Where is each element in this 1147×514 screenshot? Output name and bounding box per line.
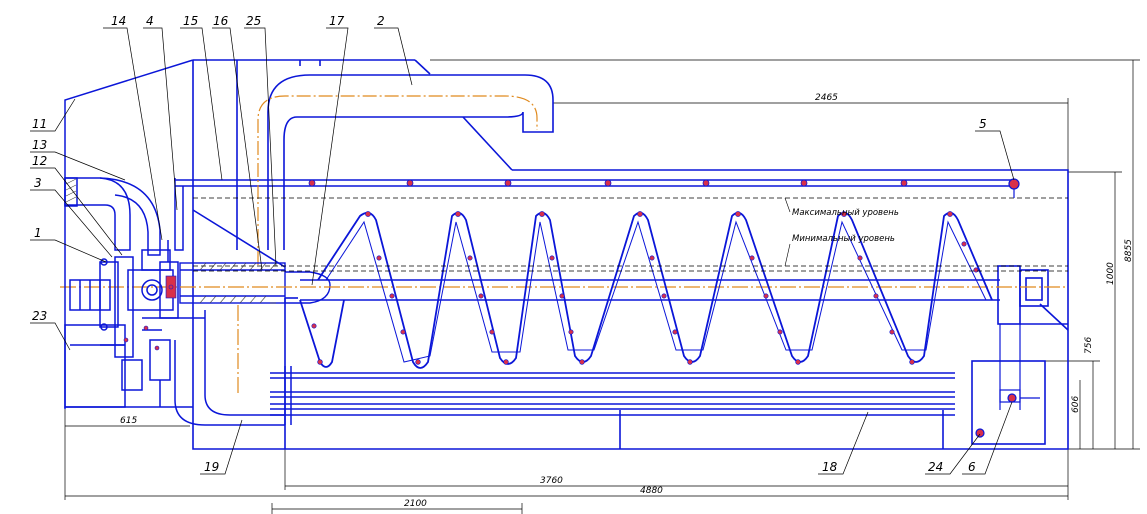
callout-5: 5 (979, 117, 987, 131)
dimension-lines (64, 59, 1140, 514)
dim-2100: 2100 (404, 499, 427, 509)
callout-15: 15 (183, 14, 198, 28)
shaft (179, 262, 1000, 304)
callout-leaders (30, 27, 1015, 475)
callout-13: 13 (32, 138, 47, 152)
callout-24: 24 (928, 460, 943, 474)
callout-19: 19 (204, 460, 219, 474)
callout-25: 25 (246, 14, 261, 28)
dim-2465: 2465 (815, 93, 838, 103)
callout-12: 12 (32, 154, 47, 168)
max-level-label: Максимальный уровень (792, 208, 899, 218)
dimension-labels: 2465 615 3760 4880 2100 8855 1000 756 60… (120, 93, 1134, 509)
upper-pipe (236, 60, 554, 250)
level-lines (193, 197, 1068, 272)
dim-3760: 3760 (540, 476, 563, 486)
inlet-hatch (65, 178, 77, 203)
shaft-centerline (60, 286, 1068, 395)
callout-14: 14 (111, 14, 126, 28)
min-level-label: Минимальный уровень (792, 234, 895, 244)
callout-2: 2 (377, 14, 385, 28)
callout-23: 23 (32, 309, 47, 323)
callout-6: 6 (968, 460, 976, 474)
drive-accents (123, 275, 177, 351)
callout-3: 3 (34, 176, 42, 190)
shaft-hatch (199, 262, 277, 304)
valve-5 (1008, 178, 1020, 198)
auger-flights-inner (325, 220, 987, 363)
dim-1000: 1000 (1106, 262, 1116, 285)
heating-tubes (270, 366, 955, 425)
auger-bolts (311, 211, 979, 365)
upper-pipe-centerline (257, 95, 538, 265)
callout-1: 1 (34, 226, 42, 240)
left-frame (64, 59, 285, 426)
dim-615: 615 (120, 416, 137, 426)
callout-16: 16 (213, 14, 229, 28)
rail-bolts (308, 179, 1016, 187)
dim-756: 756 (1084, 337, 1094, 354)
dim-606: 606 (1071, 396, 1081, 413)
sump-fittings (975, 324, 1040, 438)
callout-labels: 14 4 15 16 25 17 2 11 13 12 3 1 23 19 18… (32, 14, 987, 474)
callout-17: 17 (329, 14, 345, 28)
dim-4880: 4880 (640, 486, 663, 496)
callout-18: 18 (822, 460, 838, 474)
dim-8855: 8855 (1124, 239, 1134, 262)
level-leaders (784, 197, 791, 267)
level-labels: Максимальный уровень Минимальный уровень (792, 208, 899, 244)
callout-11: 11 (32, 117, 47, 131)
callout-4: 4 (146, 14, 154, 28)
